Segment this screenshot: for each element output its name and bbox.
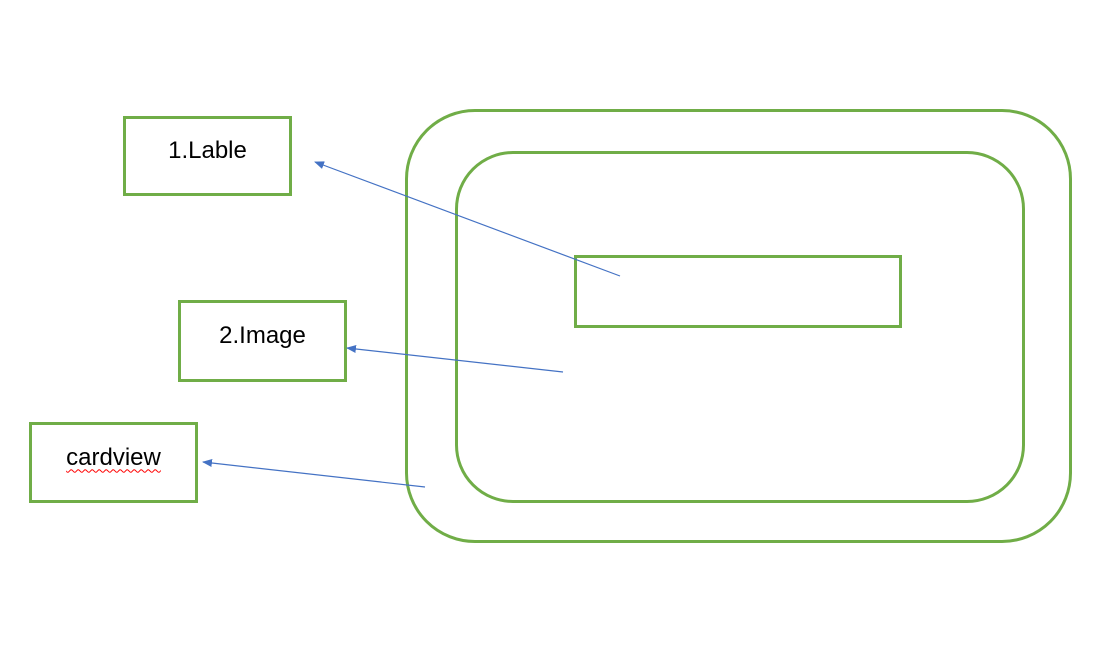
label-callout-box: 1.Lable	[123, 116, 292, 196]
image-shape	[455, 151, 1025, 503]
label-shape	[574, 255, 902, 328]
cardview-callout-box: cardview	[29, 422, 198, 503]
label-callout-text: 1.Lable	[168, 137, 247, 164]
label-arrow	[314, 161, 621, 277]
image-arrow	[346, 345, 564, 373]
image-callout-text: 2.Image	[219, 322, 306, 349]
cardview-arrow	[202, 459, 426, 488]
cardview-shape	[405, 109, 1072, 543]
cardview-callout-text: cardview	[66, 443, 161, 471]
image-callout-box: 2.Image	[178, 300, 347, 382]
